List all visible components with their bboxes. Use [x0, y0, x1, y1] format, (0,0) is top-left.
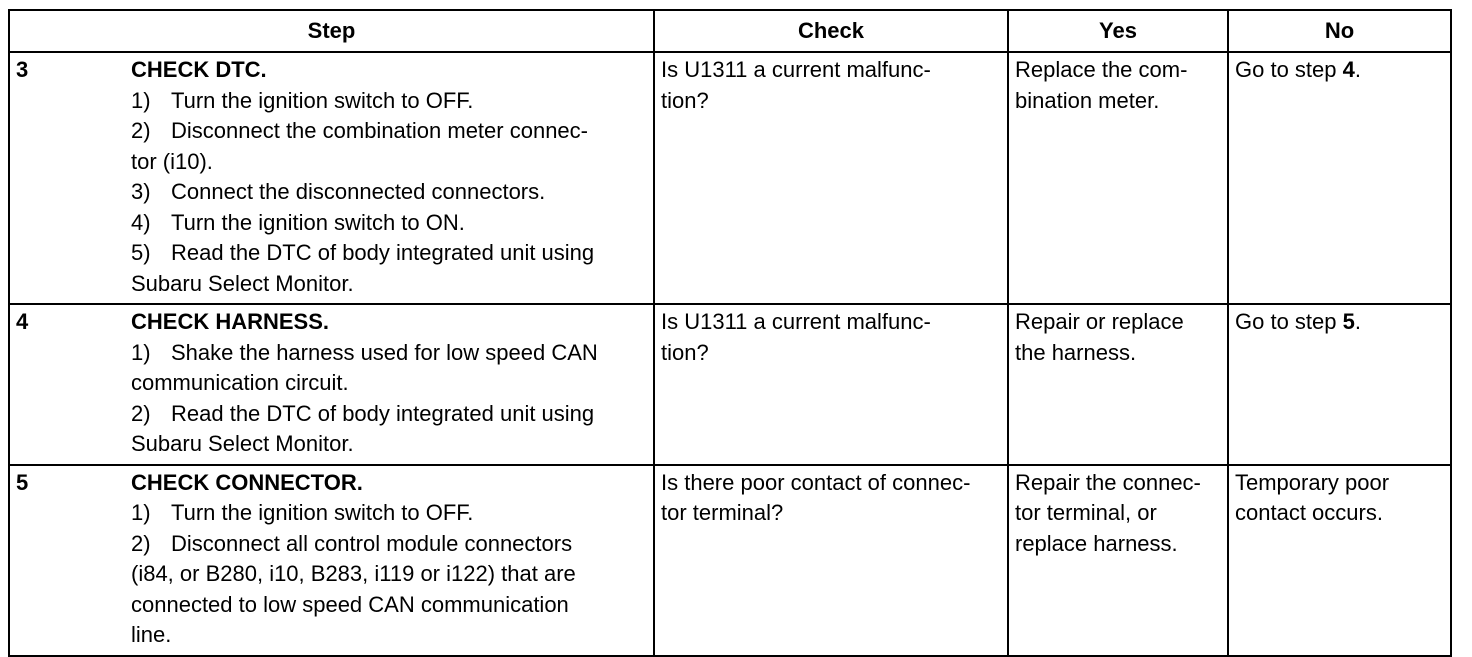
step-line: communication circuit.	[131, 370, 349, 395]
step-line: Subaru Select Monitor.	[131, 431, 354, 456]
header-no: No	[1227, 9, 1452, 53]
step-line: 1)Turn the ignition switch to OFF.	[131, 500, 474, 525]
step-line: 3)Connect the disconnected connectors.	[131, 179, 546, 204]
step-number: 5	[16, 469, 29, 495]
step-line: tor (i10).	[131, 148, 213, 174]
step-content: CHECK DTC. 1)Turn the ignition switch to…	[131, 55, 643, 299]
yes-cell: Repair or replace the harness.	[1007, 303, 1229, 466]
step-line: 2)Read the DTC of body integrated unit u…	[131, 400, 595, 426]
no-cell: Go to step 4.	[1227, 51, 1452, 305]
table-row: 3 CHECK DTC. 1)Turn the ignition switch …	[8, 51, 1452, 305]
step-number: 3	[16, 57, 29, 82]
table-body: 3 CHECK DTC. 1)Turn the ignition switch …	[8, 51, 1452, 657]
goto-step-number: 4	[1342, 57, 1355, 82]
step-line: (i84, or B280, i10, B283, i119 or i122) …	[131, 561, 576, 586]
table-row: 4 CHECK HARNESS. 1)Shake the harness use…	[8, 303, 1452, 466]
header-yes: Yes	[1007, 9, 1229, 53]
step-line: Subaru Select Monitor.	[131, 270, 354, 296]
step-line: 4)Turn the ignition switch to ON.	[131, 209, 465, 235]
header-check: Check	[653, 9, 1009, 53]
diagnostic-procedure-page: Step Check Yes No 3 CHECK DTC. 1)Turn th…	[8, 9, 1452, 657]
step-line: connected to low speed CAN communication	[131, 591, 569, 617]
step-line: 2)Disconnect the combination meter conne…	[131, 118, 588, 143]
step-title: CHECK CONNECTOR.	[131, 469, 363, 495]
step-line: 2)Disconnect all control module connecto…	[131, 530, 573, 556]
check-cell: Is U1311 a current malfunc- tion?	[653, 303, 1009, 466]
step-content: CHECK HARNESS. 1)Shake the harness used …	[131, 307, 643, 460]
check-cell: Is there poor contact of connec- tor ter…	[653, 463, 1009, 657]
step-line: 1)Turn the ignition switch to OFF.	[131, 87, 474, 113]
step-line: line.	[131, 622, 172, 647]
no-cell: Go to step 5.	[1227, 303, 1452, 466]
step-cell: 4 CHECK HARNESS. 1)Shake the harness use…	[8, 303, 655, 466]
step-cell: 5 CHECK CONNECTOR. 1)Turn the ignition s…	[8, 463, 655, 657]
header-step: Step	[8, 9, 655, 53]
step-title: CHECK DTC.	[131, 57, 267, 82]
no-cell: Temporary poor contact occurs.	[1227, 463, 1452, 657]
goto-step-number: 5	[1342, 309, 1355, 334]
yes-cell: Replace the com- bination meter.	[1007, 51, 1229, 305]
check-cell: Is U1311 a current malfunc- tion?	[653, 51, 1009, 305]
step-content: CHECK CONNECTOR. 1)Turn the ignition swi…	[131, 468, 643, 651]
step-number: 4	[16, 309, 29, 334]
table-row: 5 CHECK CONNECTOR. 1)Turn the ignition s…	[8, 463, 1452, 657]
header-row: Step Check Yes No	[8, 9, 1452, 53]
step-title: CHECK HARNESS.	[131, 309, 330, 334]
step-line: 1)Shake the harness used for low speed C…	[131, 339, 598, 365]
diagnostic-table: Step Check Yes No 3 CHECK DTC. 1)Turn th…	[8, 9, 1452, 657]
step-cell: 3 CHECK DTC. 1)Turn the ignition switch …	[8, 51, 655, 305]
yes-cell: Repair the connec- tor terminal, or repl…	[1007, 463, 1229, 657]
step-line: 5)Read the DTC of body integrated unit u…	[131, 240, 595, 265]
